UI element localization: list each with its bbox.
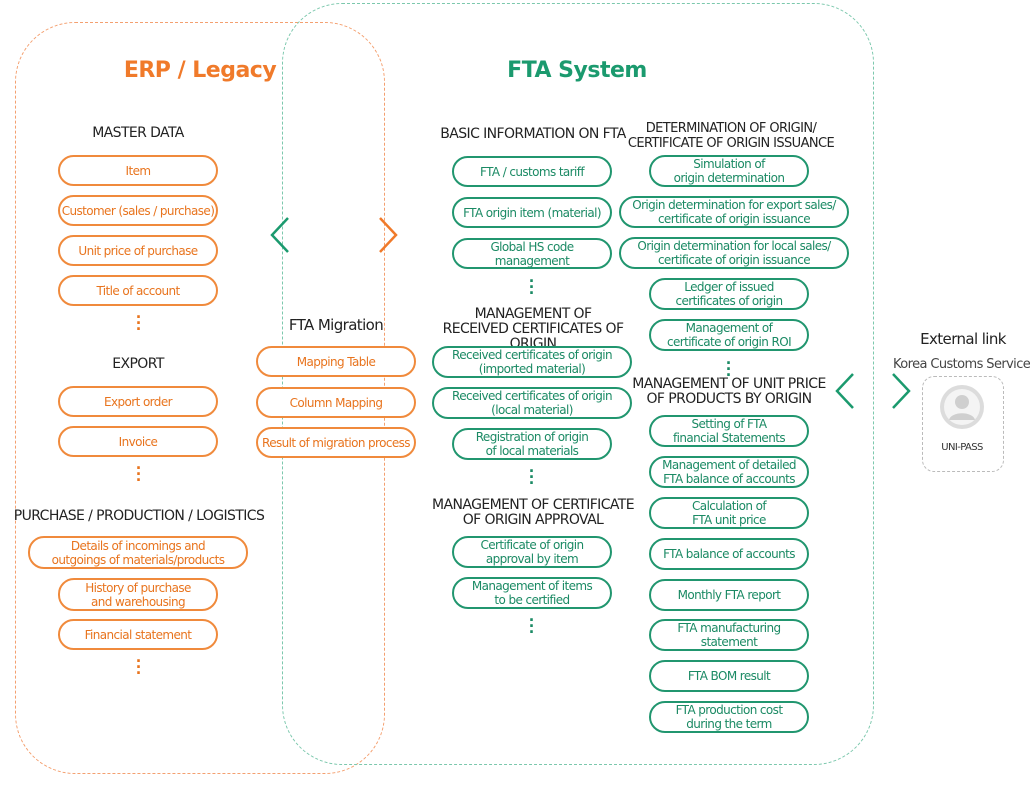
chevron-right-icon: [379, 217, 398, 253]
item-pill: Item: [58, 155, 218, 186]
setting-statements-pill: Setting of FTA financial Statements: [649, 415, 809, 447]
determination-more-dots: ···: [726, 353, 732, 385]
detailed-balance-pill: Management of detailed FTA balance of ac…: [649, 456, 809, 488]
items-certified-pill: Management of items to be certified: [452, 577, 612, 609]
received-local-pill: Received certificates of origin (local m…: [432, 387, 632, 419]
received-imported-pill: Received certificates of origin (importe…: [432, 346, 632, 378]
received-more-dots: ···: [529, 461, 535, 493]
column-mapping-pill: Column Mapping: [256, 387, 416, 418]
hs-code-pill: Global HS code management: [452, 238, 612, 269]
basic-more-dots: ···: [529, 271, 535, 303]
origin-item-pill: FTA origin item (material): [452, 197, 612, 228]
purchase-title: PURCHASE / PRODUCTION / LOGISTICS: [13, 508, 265, 524]
external-subtitle: Korea Customs Service: [893, 357, 1030, 372]
simulation-pill: Simulation of origin determination: [649, 155, 809, 187]
certificate-roi-pill: Management of certificate of origin ROI: [649, 319, 809, 351]
production-cost-pill: FTA production cost during the term: [649, 701, 809, 733]
approval-more-dots: ···: [529, 610, 535, 642]
uni-pass-box[interactable]: [922, 376, 1004, 472]
approval-title: MANAGEMENT OF CERTIFICATE OF ORIGIN APPR…: [432, 497, 635, 528]
basic-info-title: BASIC INFORMATION ON FTA: [440, 126, 626, 142]
title-of-account-pill: Title of account: [58, 275, 218, 306]
export-title: EXPORT: [112, 356, 164, 372]
bom-result-pill: FTA BOM result: [649, 660, 809, 692]
incomings-outgoings-pill: Details of incomings and outgoings of ma…: [28, 536, 248, 569]
master-more-dots: ···: [136, 307, 142, 339]
chevron-left-icon: [270, 217, 289, 253]
customs-tariff-pill: FTA / customs tariff: [452, 156, 612, 187]
fta-title: FTA System: [507, 58, 647, 83]
ledger-issued-pill: Ledger of issued certificates of origin: [649, 278, 809, 310]
determination-title: DETERMINATION OF ORIGIN/ CERTIFICATE OF …: [627, 121, 835, 151]
user-icon: [940, 385, 984, 429]
unit-price-title: MANAGEMENT OF UNIT PRICE OF PRODUCTS BY …: [632, 376, 826, 407]
fta-region: [282, 3, 874, 765]
financial-statement-pill: Financial statement: [58, 619, 218, 650]
history-purchase-pill: History of purchase and warehousing: [58, 578, 218, 611]
invoice-pill: Invoice: [58, 426, 218, 457]
customer-pill: Customer (sales / purchase): [58, 195, 218, 226]
external-title: External link: [920, 330, 1006, 348]
unit-price-purchase-pill: Unit price of purchase: [58, 235, 218, 266]
migration-title: FTA Migration: [288, 316, 384, 334]
export-determination-pill: Origin determination for export sales/ c…: [619, 196, 849, 228]
master-data-title: MASTER DATA: [92, 125, 184, 141]
mapping-table-pill: Mapping Table: [256, 346, 416, 377]
local-determination-pill: Origin determination for local sales/ ce…: [619, 237, 849, 269]
approval-by-item-pill: Certificate of origin approval by item: [452, 536, 612, 568]
monthly-report-pill: Monthly FTA report: [649, 579, 809, 611]
balance-accounts-pill: FTA balance of accounts: [649, 538, 809, 570]
export-order-pill: Export order: [58, 386, 218, 417]
calculation-unit-price-pill: Calculation of FTA unit price: [649, 497, 809, 529]
registration-origin-pill: Registration of origin of local material…: [452, 428, 612, 460]
chevron-left-icon: [835, 373, 854, 409]
chevron-right-icon: [892, 373, 911, 409]
uni-pass-label: UNI-PASS: [941, 442, 983, 453]
purchase-more-dots: ···: [136, 651, 142, 683]
migration-result-pill: Result of migration process: [256, 427, 416, 458]
export-more-dots: ···: [136, 458, 142, 490]
erp-title: ERP / Legacy: [123, 58, 277, 83]
manufacturing-statement-pill: FTA manufacturing statement: [649, 619, 809, 651]
